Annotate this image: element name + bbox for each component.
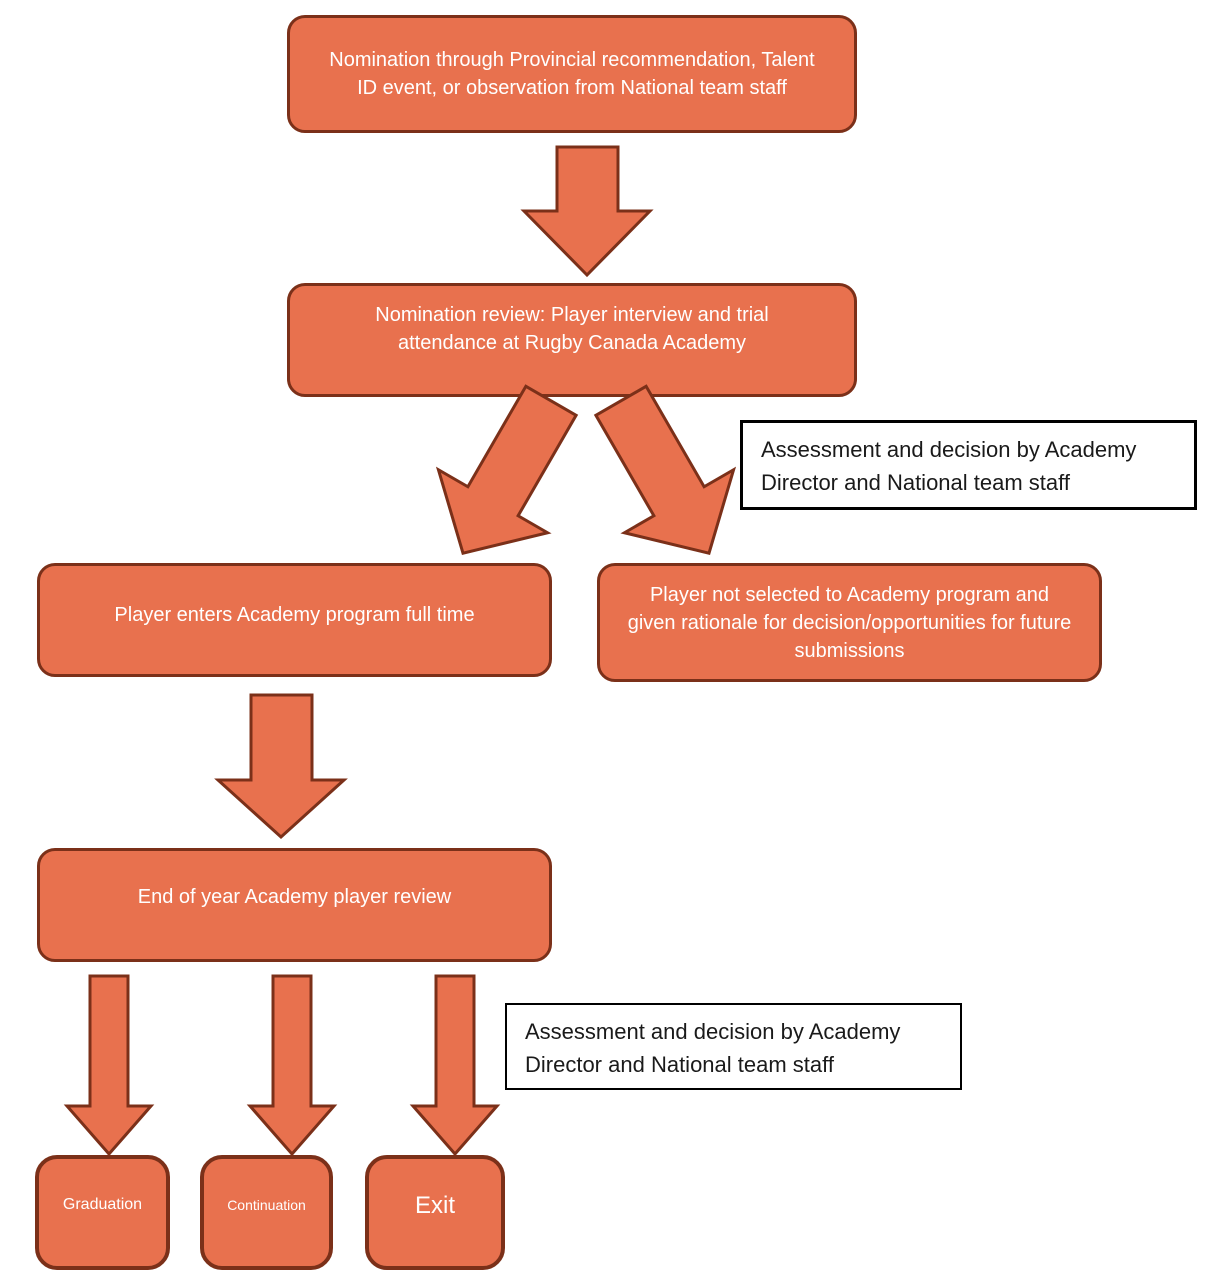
label-assessment-decision-1-text: Assessment and decision by Academy Direc… xyxy=(761,437,1137,495)
box-nomination-source: Nomination through Provincial recommenda… xyxy=(287,15,857,133)
box-exit: Exit xyxy=(365,1155,505,1270)
box-graduation-text: Graduation xyxy=(62,1196,143,1214)
box-end-of-year-review: End of year Academy player review xyxy=(37,848,552,962)
box-player-not-selected-text: Player not selected to Academy program a… xyxy=(627,583,1072,662)
label-assessment-decision-2: Assessment and decision by Academy Direc… xyxy=(505,1003,962,1090)
box-player-enters-program-text: Player enters Academy program full time xyxy=(114,604,475,626)
box-player-enters-program: Player enters Academy program full time xyxy=(37,563,552,677)
box-graduation: Graduation xyxy=(35,1155,170,1270)
down-arrow-to-continuation-icon xyxy=(246,974,338,1157)
box-exit-text: Exit xyxy=(414,1191,455,1219)
diagonal-down-left-arrow-icon xyxy=(435,384,579,556)
diagonal-down-right-arrow-icon xyxy=(593,384,737,556)
box-player-not-selected: Player not selected to Academy program a… xyxy=(597,563,1102,682)
box-continuation-text: Continuation xyxy=(227,1196,306,1213)
label-assessment-decision-1: Assessment and decision by Academy Direc… xyxy=(740,420,1197,510)
box-nomination-review-text: Nomination review: Player interview and … xyxy=(375,304,769,354)
down-arrow-icon xyxy=(214,693,348,840)
box-nomination-source-text: Nomination through Provincial recommenda… xyxy=(329,49,815,99)
label-assessment-decision-2-text: Assessment and decision by Academy Direc… xyxy=(525,1019,901,1077)
down-arrow-to-exit-icon xyxy=(409,974,501,1157)
down-arrow-to-graduation-icon xyxy=(63,974,155,1157)
box-end-of-year-review-text: End of year Academy player review xyxy=(137,886,452,908)
box-continuation: Continuation xyxy=(200,1155,333,1270)
box-nomination-review: Nomination review: Player interview and … xyxy=(287,283,857,397)
down-arrow-icon xyxy=(520,145,654,278)
